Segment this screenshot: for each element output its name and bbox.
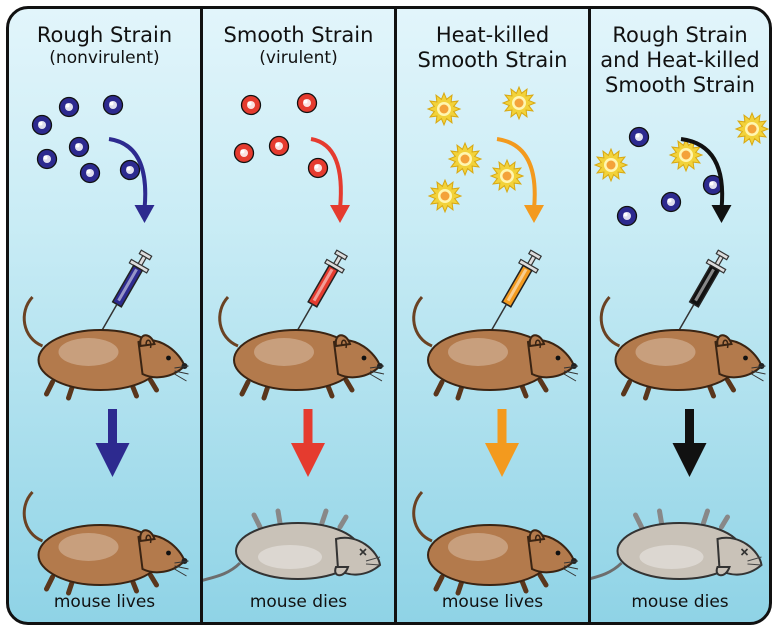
down-arrow	[673, 409, 707, 477]
mouse-icon	[220, 297, 384, 398]
outcome-label: mouse lives	[9, 592, 200, 612]
mouse-icon	[414, 297, 578, 398]
outcome-label: mouse dies	[203, 592, 394, 612]
panel-mixed: Rough Strain and Heat-killed Smooth Stra…	[588, 9, 769, 622]
arrowhead	[524, 205, 544, 223]
outcome-label: mouse lives	[397, 592, 588, 612]
bacterium-dot	[60, 98, 79, 117]
bacterium-dot	[618, 207, 637, 226]
outcome-label: mouse dies	[591, 592, 769, 612]
dead-mouse-icon	[203, 511, 380, 581]
bacterium-dot	[662, 193, 681, 212]
mouse-icon	[24, 297, 188, 398]
bacterium-dot	[242, 96, 261, 115]
panel-rough-strain: Rough Strain (nonvirulent) mouse lives	[9, 9, 200, 622]
heat-killed-bacterium	[736, 113, 768, 145]
heat-killed-bacterium	[428, 93, 460, 125]
bacterium-dot	[298, 94, 317, 113]
bacterium-dot	[104, 96, 123, 115]
bacterium-dot	[121, 161, 140, 180]
mouse-icon	[414, 492, 578, 593]
syringe-icon	[479, 248, 544, 341]
heat-killed-bacterium	[429, 180, 461, 212]
bacterium-dot	[81, 164, 100, 183]
bacterium-dot	[33, 116, 52, 135]
dead-mouse-icon	[591, 511, 762, 581]
bacterium-dot	[630, 128, 649, 147]
mouse-icon	[24, 492, 188, 593]
down-arrow	[485, 409, 519, 477]
bacterium-dot	[38, 150, 57, 169]
panel-smooth-strain: Smooth Strain (virulent) mouse dies	[200, 9, 394, 622]
panel-art	[397, 9, 591, 625]
panel-art	[591, 9, 772, 625]
arrowhead	[712, 205, 732, 223]
bacterium-dot	[70, 138, 89, 157]
experiment-diagram: Rough Strain (nonvirulent) mouse lives S…	[6, 6, 772, 625]
down-arrow	[291, 409, 325, 477]
panel-art	[203, 9, 397, 625]
bacterium-dot	[235, 144, 254, 163]
syringe-icon	[90, 248, 155, 341]
heat-killed-bacterium	[491, 160, 523, 192]
panel-heat-killed: Heat-killed Smooth Strain mouse lives	[394, 9, 588, 622]
heat-killed-bacterium	[503, 87, 535, 119]
panel-art	[9, 9, 200, 625]
bacterium-dot	[270, 137, 289, 156]
arrowhead	[330, 205, 350, 223]
arrowhead	[135, 205, 155, 223]
mouse-icon	[601, 297, 765, 398]
down-arrow	[96, 409, 130, 477]
heat-killed-bacterium	[595, 149, 627, 181]
bacterium-dot	[309, 159, 328, 178]
syringe-icon	[667, 248, 732, 341]
heat-killed-bacterium	[449, 143, 481, 175]
syringe-icon	[285, 248, 350, 341]
